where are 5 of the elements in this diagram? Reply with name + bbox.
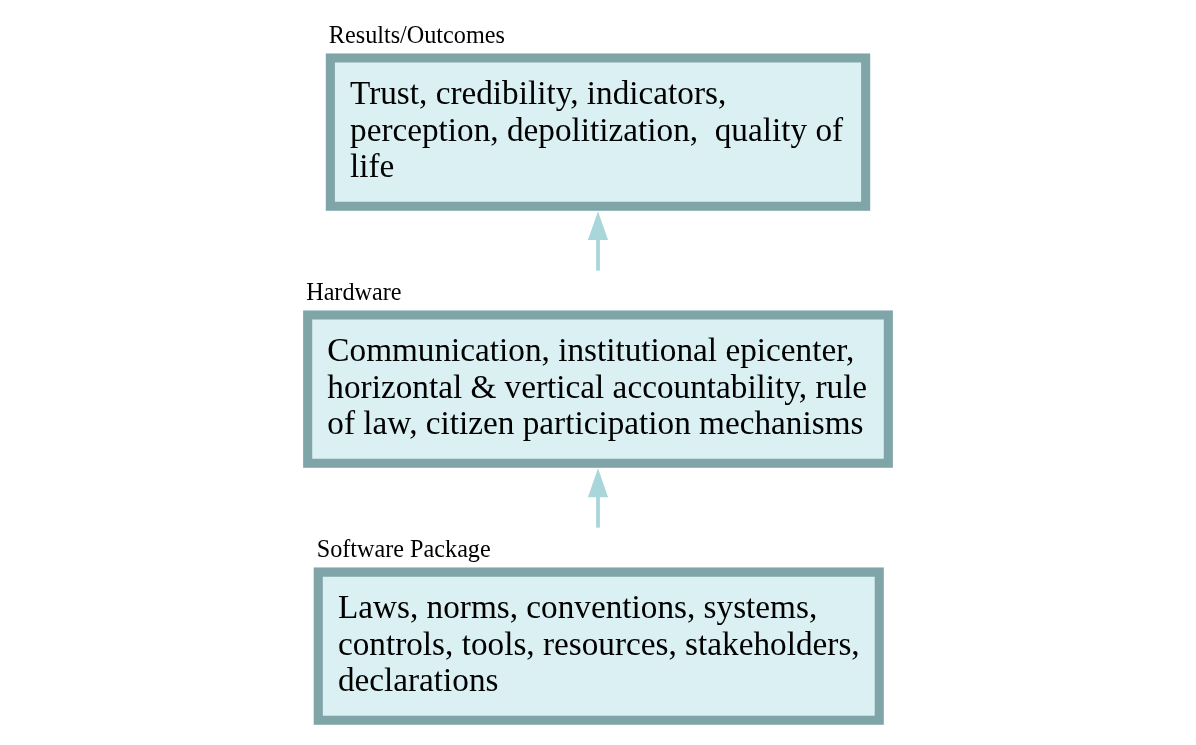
arrow bbox=[587, 468, 609, 528]
arrow bbox=[587, 211, 609, 271]
node-label: Software Package bbox=[316, 534, 491, 562]
node-label: Hardware bbox=[306, 277, 402, 305]
node-label: Results/Outcomes bbox=[328, 20, 505, 48]
